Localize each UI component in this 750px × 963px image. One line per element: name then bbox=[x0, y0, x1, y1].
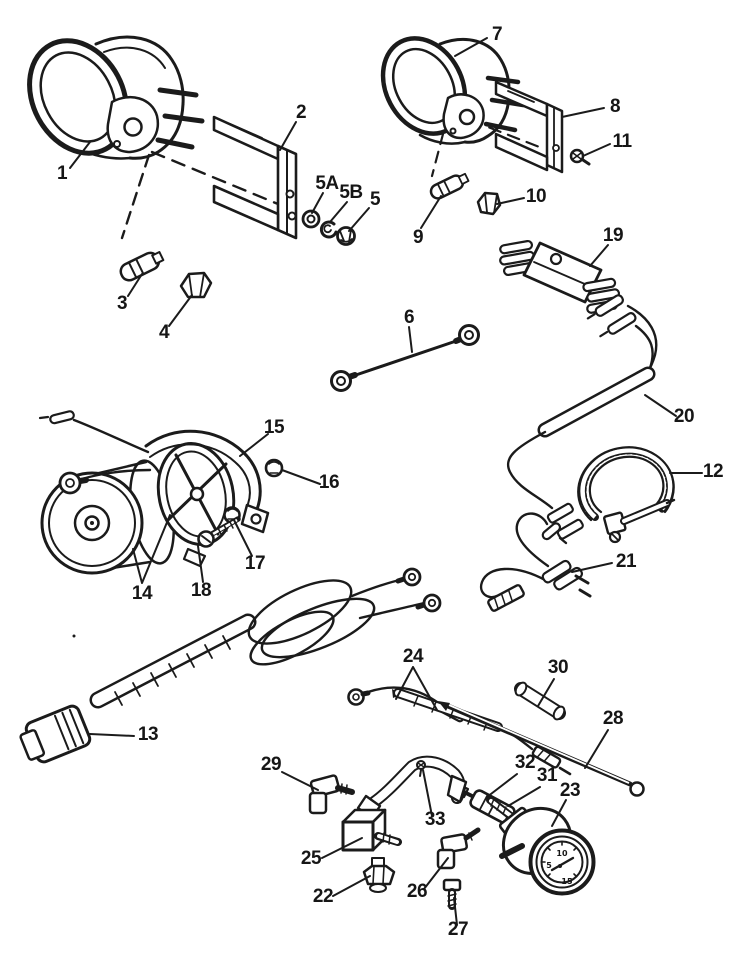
dial-number-top: 10 bbox=[556, 849, 568, 858]
lamp-socket-small-drawing bbox=[429, 172, 470, 200]
callout-14: 14 bbox=[132, 583, 153, 604]
callout-21: 21 bbox=[616, 551, 637, 572]
callout-27: 27 bbox=[448, 919, 468, 940]
callout-4: 4 bbox=[159, 322, 170, 343]
callout-16: 16 bbox=[319, 472, 339, 493]
lamp-socket-drawing bbox=[119, 250, 165, 282]
washer-drawing bbox=[301, 209, 321, 229]
elbow-fitting-29-drawing bbox=[308, 774, 355, 815]
ground-wire-drawing bbox=[330, 324, 480, 392]
elbow-fitting-26-drawing bbox=[436, 827, 481, 870]
screw-drawing bbox=[569, 148, 591, 166]
callout-6: 6 bbox=[404, 307, 414, 328]
callout-leader-lines bbox=[69, 37, 703, 926]
callout-30: 30 bbox=[548, 657, 568, 678]
callout-5a: 5A bbox=[315, 173, 339, 194]
callout-2: 2 bbox=[296, 102, 306, 123]
callout-32: 32 bbox=[515, 752, 535, 773]
callout-12: 12 bbox=[703, 461, 723, 482]
callout-3: 3 bbox=[117, 293, 127, 314]
harness-sleeve-drawing bbox=[506, 294, 658, 540]
callout-7: 7 bbox=[492, 24, 502, 45]
hex-cap-drawing bbox=[179, 271, 213, 299]
retainer-bracket-drawing bbox=[356, 755, 468, 820]
callout-23: 23 bbox=[560, 780, 580, 801]
callout-5: 5 bbox=[370, 189, 381, 210]
finned-bracket-drawing bbox=[499, 239, 621, 314]
hose-clamp-drawing bbox=[577, 446, 676, 544]
callout-19: 19 bbox=[603, 225, 623, 246]
gauge-large-drawing bbox=[27, 35, 205, 160]
callout-25: 25 bbox=[301, 848, 322, 869]
callout-9: 9 bbox=[413, 227, 423, 248]
callout-28: 28 bbox=[603, 708, 623, 729]
hex-nut-drawing bbox=[476, 191, 502, 216]
callout-15: 15 bbox=[264, 417, 285, 438]
gauge-small-drawing bbox=[380, 36, 526, 145]
bracket-small-drawing bbox=[494, 80, 564, 174]
callout-20: 20 bbox=[674, 406, 694, 427]
callout-8: 8 bbox=[610, 96, 620, 117]
callout-33: 33 bbox=[425, 809, 445, 830]
bracket-large-drawing bbox=[212, 115, 298, 240]
dial-number-bottom: 15 bbox=[561, 877, 573, 886]
callout-22: 22 bbox=[313, 886, 333, 907]
callout-29: 29 bbox=[261, 754, 281, 775]
pressure-gauge-drawing: 10 5 15 bbox=[486, 796, 596, 896]
horn-assembly-drawing bbox=[38, 410, 270, 575]
callout-11: 11 bbox=[612, 131, 632, 152]
callout-17: 17 bbox=[245, 553, 265, 574]
callout-5b: 5B bbox=[339, 182, 362, 203]
callout-1: 1 bbox=[57, 163, 68, 184]
callout-18: 18 bbox=[191, 580, 211, 601]
callout-26: 26 bbox=[407, 881, 427, 902]
callout-13: 13 bbox=[138, 724, 158, 745]
plug-fitting-27-drawing bbox=[442, 878, 462, 910]
nut-drawing bbox=[336, 226, 356, 246]
callout-10: 10 bbox=[526, 186, 546, 207]
block-fitting-25-drawing bbox=[341, 808, 402, 852]
main-harness-drawing bbox=[19, 567, 442, 764]
callout-labels: 1 2 3 4 5A 5B 5 6 7 8 9 10 11 12 13 14 1… bbox=[57, 24, 724, 940]
lock-washer-drawing bbox=[319, 220, 338, 239]
callout-24: 24 bbox=[403, 646, 424, 667]
link-cable-drawing bbox=[438, 701, 645, 797]
nut-fitting-22-drawing bbox=[362, 857, 396, 893]
dial-number-left: 5 bbox=[546, 861, 552, 870]
callout-31: 31 bbox=[537, 765, 558, 786]
